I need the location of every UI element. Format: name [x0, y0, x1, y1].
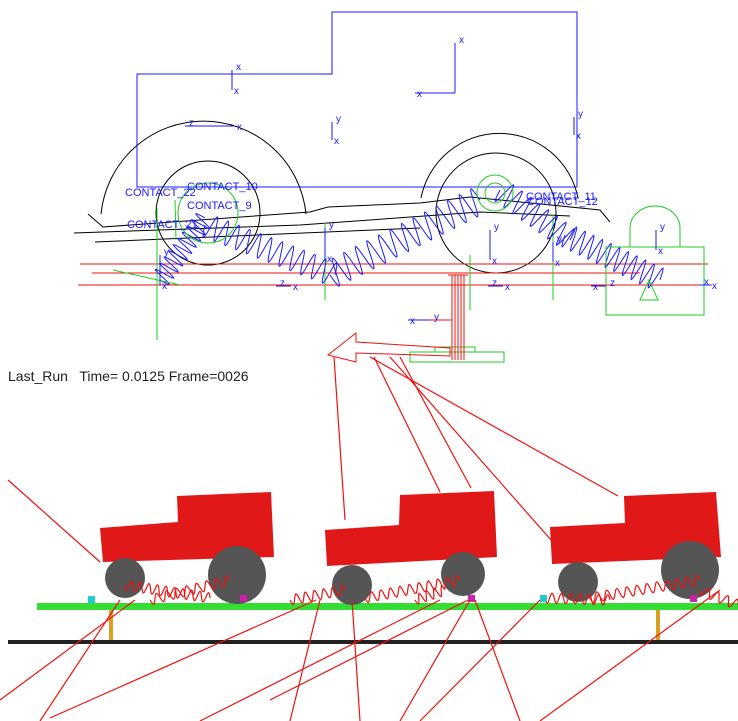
svg-text:x: x: [459, 35, 464, 46]
contact-label-12: CONTACT_12: [527, 196, 598, 208]
time-label: Time=: [79, 368, 119, 384]
wireframe-contact-geometry: [112, 174, 705, 363]
wireframe-spring-4: [494, 184, 576, 246]
wireframe-rear-arch: [100, 120, 307, 215]
wireframe-spring-3: [329, 188, 481, 287]
frame-value: 0026: [217, 368, 249, 384]
contact-label-11: CONTACT_11: [526, 191, 596, 203]
render-spring-7: [589, 574, 701, 604]
truck-2: [325, 491, 497, 605]
svg-text:x: x: [505, 282, 510, 293]
wireframe-rear-wheel: [155, 160, 261, 266]
svg-text:y: y: [164, 247, 169, 258]
svg-text:y: y: [336, 114, 341, 125]
svg-text:y: y: [329, 220, 334, 231]
svg-text:x: x: [593, 282, 598, 293]
svg-text:x: x: [576, 131, 581, 142]
axis-triad-ground-x: xx: [700, 277, 717, 292]
svg-text:x: x: [236, 62, 241, 73]
axis-triad-bumper: xy: [655, 222, 665, 257]
wireframe-spring-1: [154, 213, 211, 285]
truck-3: [550, 492, 721, 602]
svg-text:y: y: [557, 234, 562, 245]
svg-text:y: y: [494, 222, 499, 233]
truck-3-front-wheel: [661, 541, 719, 599]
contact-force-vectors: [0, 356, 721, 721]
contact-label-9: CONTACT_9: [187, 200, 252, 212]
svg-text:x: x: [492, 256, 497, 267]
svg-text:y: y: [660, 222, 665, 233]
svg-text:x: x: [712, 281, 717, 292]
frame-label: Frame=: [168, 368, 218, 384]
svg-text:x: x: [410, 316, 415, 327]
truck-1-front-wheel: [208, 546, 266, 604]
wireframe-front-arch: [420, 132, 579, 199]
svg-text:z: z: [610, 278, 615, 289]
axis-triad-ground-1: xz: [276, 278, 298, 293]
truck-1-rear-wheel: [105, 558, 145, 598]
svg-text:x: x: [234, 86, 239, 97]
svg-text:x: x: [237, 122, 242, 133]
axis-triad-cab-front: xy: [573, 109, 583, 142]
wireframe-chassis-lines: [73, 196, 611, 243]
truck-1: [100, 492, 274, 604]
svg-text:z: z: [492, 278, 497, 289]
status-bar: Last_Run Time= 0.0125 Frame=0026: [8, 368, 249, 384]
svg-text:x: x: [327, 254, 332, 265]
svg-text:x: x: [658, 246, 663, 257]
render-spring-4: [364, 574, 461, 604]
svg-text:x: x: [417, 89, 422, 100]
axis-triad-rear-spring: xy: [324, 220, 334, 265]
run-name: Last_Run: [8, 368, 68, 384]
axis-triad-cab-top: xx: [231, 62, 241, 97]
axis-triad-cab-mid: xy: [331, 114, 341, 147]
wireframe-spring-5: [561, 226, 664, 289]
svg-text:y: y: [578, 109, 583, 120]
render-spring-3: [289, 584, 346, 606]
axis-triad-front-mount: xy: [552, 234, 562, 269]
ground-markers: [88, 595, 697, 603]
truck-1-body: [100, 492, 274, 562]
svg-text:x: x: [704, 277, 709, 288]
contact-force-arrow-outline: [326, 331, 451, 363]
truck-2-body: [325, 491, 497, 566]
truck-3-rear-wheel: [558, 562, 598, 602]
axis-triad-cab: xx: [415, 35, 464, 100]
wireframe-cab-outline: [136, 11, 578, 188]
axis-triad-rear-upper: xz: [185, 118, 242, 133]
axis-triad-ground-2: xz: [488, 278, 510, 293]
svg-text:x: x: [334, 136, 339, 147]
render-spring-8: [699, 587, 738, 608]
svg-text:x: x: [162, 281, 167, 292]
time-value: 0.0125: [122, 368, 165, 384]
render-springs: [124, 574, 738, 608]
svg-text:y: y: [434, 312, 439, 323]
contact-label-21: CONTACT_21: [127, 219, 198, 231]
contact-label-22: CONTACT_22: [125, 187, 196, 199]
axis-triad-front-spring: xy: [489, 222, 499, 267]
render-view: [0, 356, 738, 721]
truck-2-rear-wheel: [332, 565, 372, 605]
ground-plate-black: [8, 640, 738, 644]
svg-text:x: x: [293, 282, 298, 293]
wireframe-springs: [154, 184, 664, 289]
wireframe-spring-2: [202, 216, 338, 284]
contact-label-10: CONTACT_10: [187, 181, 258, 193]
svg-text:z: z: [280, 278, 285, 289]
svg-text:z: z: [189, 118, 194, 129]
support-posts: [109, 610, 660, 640]
ground-plate-green: [37, 603, 738, 610]
render-spring-5: [414, 585, 446, 605]
truck-2-front-wheel: [441, 552, 485, 596]
svg-text:x: x: [555, 258, 560, 269]
render-spring-2: [149, 575, 231, 605]
axis-triad-rear-ground: xy: [159, 247, 169, 292]
